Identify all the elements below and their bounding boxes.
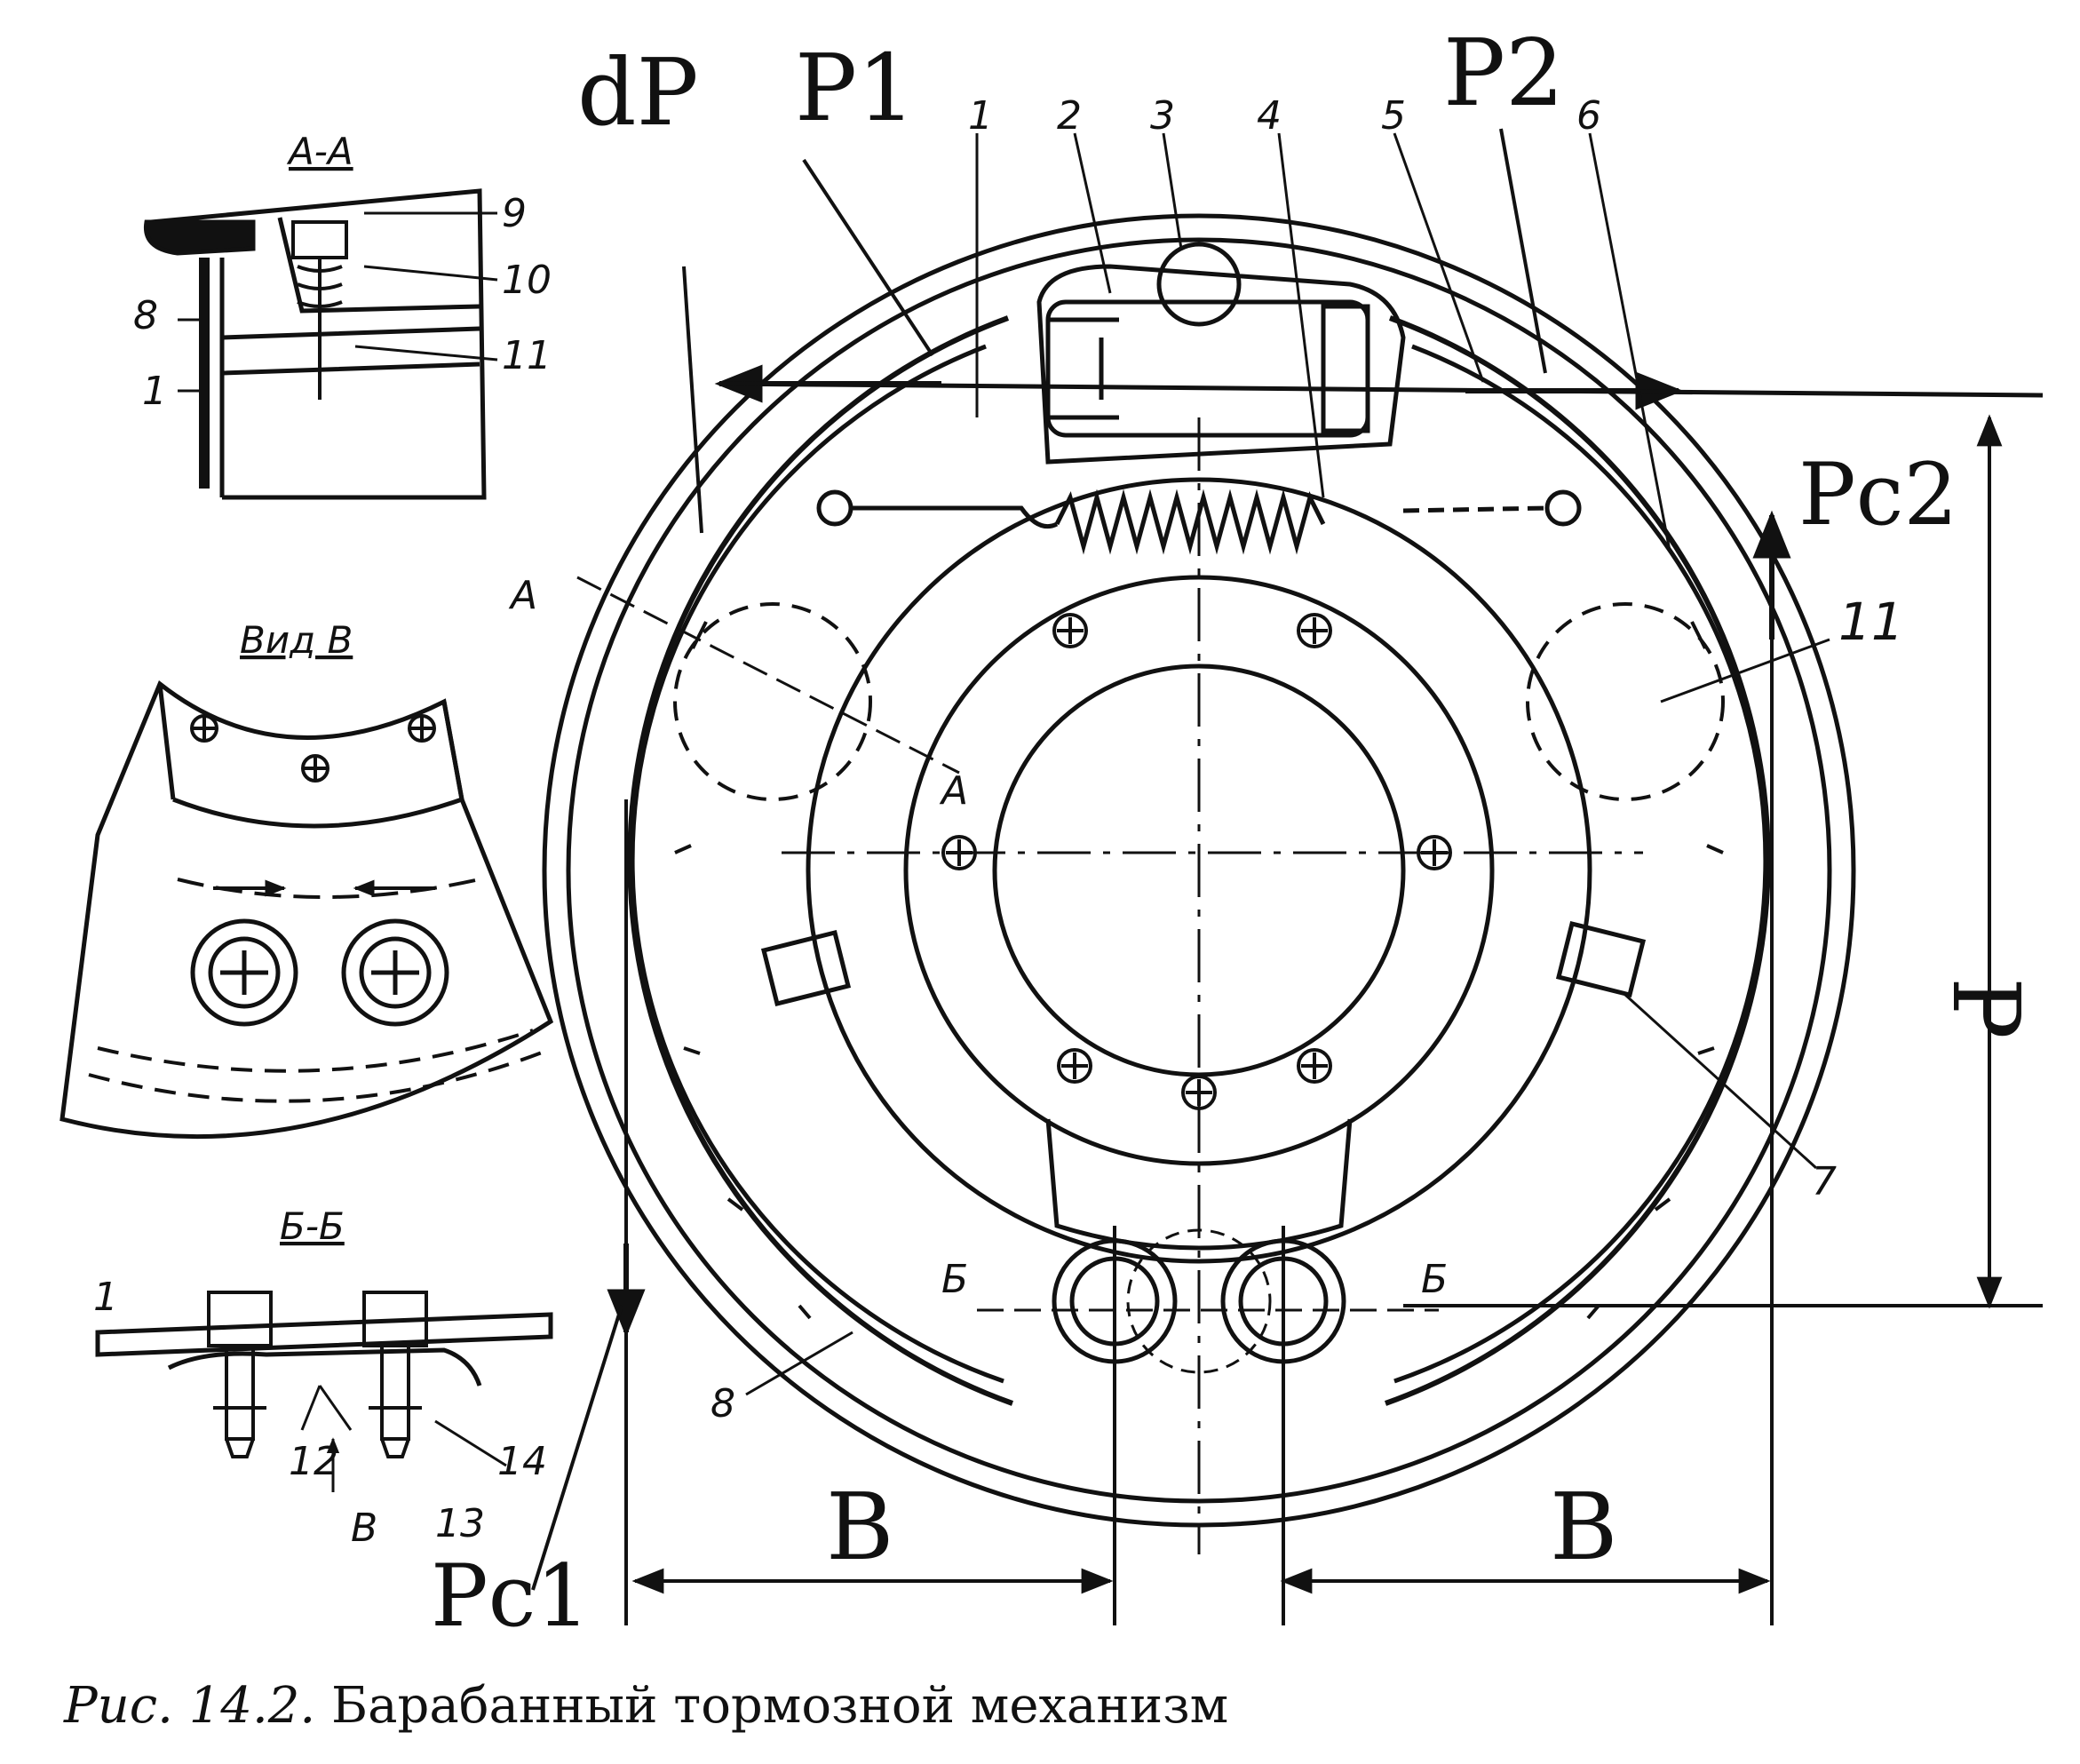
label-p-dimension: P — [1932, 977, 2040, 1039]
brake-drum-inner — [566, 237, 1832, 1504]
aa-part-1: 1 — [142, 369, 167, 414]
mark-b-right: Б — [1421, 1257, 1448, 1302]
view-b-title: Вид В — [240, 618, 353, 662]
mark-a-bottom: А — [939, 768, 968, 814]
part-leaders — [745, 132, 1830, 1396]
force-lines — [531, 128, 2044, 1625]
section-bb-title: Б-Б — [280, 1204, 345, 1248]
part-5: 5 — [1381, 93, 1406, 139]
label-pc1: Pc1 — [431, 1546, 590, 1646]
brake-drum-outer — [542, 213, 1856, 1528]
shoe-guide-pins — [760, 920, 1647, 1007]
right-brake-shoe — [1384, 315, 1771, 1406]
part-numbers: 1 2 3 4 5 6 11 7 8 — [711, 93, 1904, 1426]
left-brake-shoe — [627, 315, 1014, 1406]
aa-part-8: 8 — [133, 293, 158, 338]
part-4: 4 — [1257, 93, 1282, 139]
figure-caption: Рис. 14.2. Барабанный тормозной механизм — [64, 1677, 1228, 1735]
bb-part-12: 12 — [289, 1439, 338, 1484]
bb-part-14: 14 — [497, 1439, 547, 1484]
label-b-right: В — [1550, 1473, 1617, 1581]
view-arrow-b: В — [351, 1506, 377, 1551]
axle-lines — [1113, 1226, 1285, 1625]
force-line — [718, 381, 2044, 398]
part-2: 2 — [1057, 93, 1082, 139]
inspection-hole-right — [1526, 602, 1725, 801]
lower-support-bracket — [1045, 1118, 1353, 1251]
hub-bolts — [941, 613, 1452, 1110]
drum-brake-main-view — [542, 213, 1856, 1625]
section-a-a — [143, 188, 498, 500]
aa-part-10: 10 — [502, 258, 552, 303]
aa-part-9: 9 — [502, 191, 527, 236]
part-8: 8 — [711, 1381, 735, 1426]
lining-rivets — [674, 621, 1724, 1320]
label-p2: P2 — [1443, 19, 1564, 127]
label-b-left: В — [826, 1473, 893, 1581]
bb-part-1: 1 — [93, 1275, 118, 1320]
part-6: 6 — [1576, 93, 1601, 139]
hub-flange — [903, 575, 1495, 1166]
figure-number: Рис. 14.2. — [64, 1677, 316, 1735]
right-shoe-rim — [1393, 344, 1768, 1384]
figure-title: Барабанный тормозной механизм — [331, 1677, 1229, 1735]
part-1: 1 — [968, 93, 993, 139]
mark-b-left: Б — [941, 1257, 968, 1302]
aa-part-11: 11 — [502, 333, 552, 378]
inspection-hole-left — [673, 602, 872, 801]
bb-part-13: 13 — [435, 1501, 485, 1546]
section-aa-title: А-А — [286, 130, 353, 173]
backing-plate — [806, 477, 1592, 1264]
label-pc2: Pc2 — [1798, 445, 1957, 544]
part-3: 3 — [1150, 93, 1175, 139]
section-b-b — [95, 1291, 553, 1492]
wheel-cylinder — [1036, 242, 1406, 465]
view-b — [60, 679, 554, 1140]
section-a-cut-line — [576, 576, 960, 775]
label-dp: dP — [577, 38, 699, 147]
part-7: 7 — [1812, 1159, 1837, 1204]
part-11: 11 — [1838, 592, 1904, 652]
left-shoe-rim — [630, 344, 1004, 1384]
mark-a-top: А — [508, 573, 537, 618]
return-spring — [816, 489, 1582, 555]
label-p1: P1 — [795, 34, 916, 142]
